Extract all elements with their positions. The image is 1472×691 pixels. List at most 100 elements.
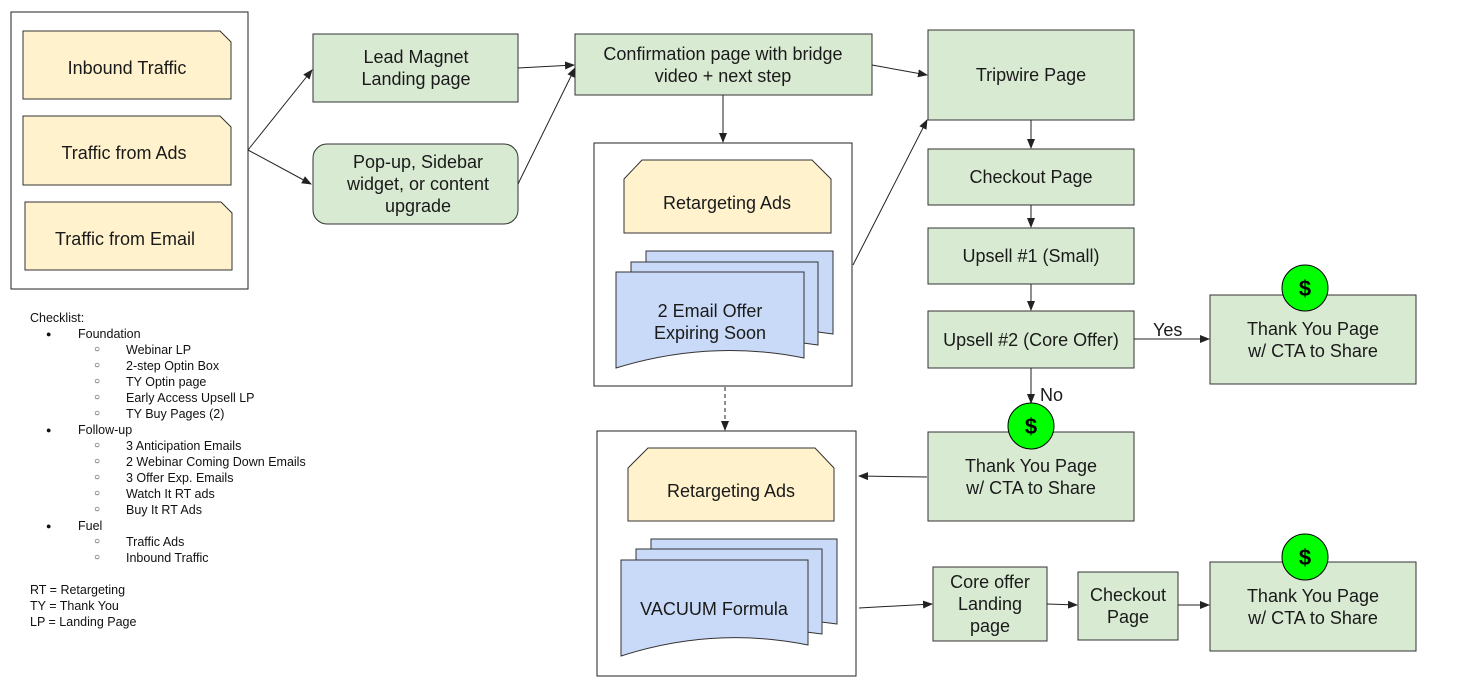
edge-core-offer-to-checkout	[1046, 600, 1078, 609]
vacuum-formula-document-node	[620, 538, 838, 657]
edge-thank-you-to-retargeting-2	[858, 472, 928, 481]
node-label-line: video + next step	[655, 66, 792, 86]
edge-popup-to-confirmation	[517, 67, 576, 185]
edge-confirmation-to-tripwire	[871, 64, 928, 78]
checklist-item: Webinar LP	[30, 342, 306, 358]
node-label-line: upgrade	[385, 196, 451, 216]
node-label-line: widget, or content	[346, 174, 489, 194]
inbound-traffic-node	[22, 30, 232, 100]
vacuum-formula-label: VACUUM Formula	[640, 599, 789, 619]
abbreviation-legend: RT = Retargeting TY = Thank You LP = Landi…	[30, 582, 306, 630]
checklist-sections: FoundationWebinar LP2-step Optin BoxTY O…	[30, 326, 306, 566]
node-label-line: Page	[1107, 607, 1149, 627]
node-label-line: Thank You Page	[965, 456, 1097, 476]
node-label-line: Retargeting Ads	[667, 481, 795, 501]
retargeting-ads-2-node	[627, 447, 835, 522]
edge-traffic-to-lead-magnet	[247, 69, 313, 151]
checkout-page-label: Checkout Page	[969, 167, 1092, 187]
node-label-line: w/ CTA to Share	[965, 478, 1096, 498]
retargeting-ads-2-label: Retargeting Ads	[667, 481, 795, 501]
node-label-line: page	[970, 616, 1010, 636]
checkout-page-node	[927, 148, 1135, 206]
tripwire-page-label: Tripwire Page	[976, 65, 1086, 85]
dollar-symbol: $	[1025, 414, 1037, 439]
dollar-icon-thank-you: $	[1007, 402, 1055, 450]
core-offer-landing-page-node	[932, 566, 1048, 642]
legend-entry: TY = Thank You	[30, 599, 119, 613]
node-label-line: w/ CTA to Share	[1247, 608, 1378, 628]
node-label-line: Traffic from Email	[55, 229, 195, 249]
checklist-item: 2-step Optin Box	[30, 358, 306, 374]
node-label-line: Landing	[958, 594, 1022, 614]
traffic-from-email-node	[24, 201, 233, 271]
retargeting-ads-1-node	[623, 159, 832, 234]
node-label-line: Upsell #1 (Small)	[962, 246, 1099, 266]
node-label-line: Tripwire Page	[976, 65, 1086, 85]
node-label-line: Core offer	[950, 572, 1030, 592]
edge-retargeting-1-to-tripwire	[852, 119, 928, 266]
dollar-icon-upsell: $	[1281, 264, 1329, 312]
checklist-item: Watch It RT ads	[30, 486, 306, 502]
retargeting-ads-1-label: Retargeting Ads	[663, 193, 791, 213]
traffic-from-ads-node	[22, 115, 232, 186]
dollar-symbol: $	[1299, 276, 1311, 301]
node-label-line: Upsell #2 (Core Offer)	[943, 330, 1119, 350]
checkout-page-2-node	[1077, 571, 1179, 641]
node-label-line: Inbound Traffic	[68, 58, 187, 78]
checklist-item: TY Optin page	[30, 374, 306, 390]
edge-retargeting-2-to-core-offer	[858, 600, 933, 609]
node-label-line: VACUUM Formula	[640, 599, 789, 619]
checklist-item: 2 Webinar Coming Down Emails	[30, 454, 306, 470]
upsell-2-node	[927, 310, 1135, 369]
node-label-line: Checkout Page	[969, 167, 1092, 187]
node-label-line: Traffic from Ads	[61, 143, 186, 163]
tripwire-page-node	[927, 29, 1135, 121]
upsell-1-node	[927, 227, 1135, 285]
checklist-item: Buy It RT Ads	[30, 502, 306, 518]
confirmation-page-node	[574, 33, 873, 96]
upsell-1-label: Upsell #1 (Small)	[962, 246, 1099, 266]
legend-entry: LP = Landing Page	[30, 615, 137, 629]
checklist-item: Traffic Ads	[30, 534, 306, 550]
node-label-line: Checkout	[1090, 585, 1166, 605]
node-label-line: Lead Magnet	[363, 47, 468, 67]
email-offer-document-node	[615, 250, 834, 369]
upsell-2-label: Upsell #2 (Core Offer)	[943, 330, 1119, 350]
edge-label-no: No	[1040, 385, 1063, 405]
checklist-item: Inbound Traffic	[30, 550, 306, 566]
node-label-line: Pop-up, Sidebar	[353, 152, 483, 172]
checklist-section: Follow-up	[30, 422, 306, 438]
node-label-line: Expiring Soon	[654, 323, 766, 343]
checklist-section: Foundation	[30, 326, 306, 342]
node-label-line: 2 Email Offer	[658, 301, 763, 321]
node-label-line: Landing page	[361, 69, 470, 89]
traffic-from-email-label: Traffic from Email	[55, 229, 195, 249]
checklist: Checklist: FoundationWebinar LP2-step Op…	[30, 310, 306, 630]
edge-label-yes: Yes	[1153, 320, 1182, 340]
node-label-line: Thank You Page	[1247, 586, 1379, 606]
checklist-item: 3 Offer Exp. Emails	[30, 470, 306, 486]
checklist-item: Early Access Upsell LP	[30, 390, 306, 406]
inbound-traffic-label: Inbound Traffic	[68, 58, 187, 78]
edge-lead-magnet-to-confirmation	[517, 61, 575, 70]
checklist-title: Checklist:	[30, 311, 85, 325]
checklist-section: Fuel	[30, 518, 306, 534]
legend-entry: RT = Retargeting	[30, 583, 126, 597]
checklist-item: TY Buy Pages (2)	[30, 406, 306, 422]
node-label-line: w/ CTA to Share	[1247, 341, 1378, 361]
dollar-icon-final: $	[1281, 533, 1329, 581]
node-label-line: Confirmation page with bridge	[603, 44, 842, 64]
node-label-line: Thank You Page	[1247, 319, 1379, 339]
checklist-item: 3 Anticipation Emails	[30, 438, 306, 454]
edge-traffic-to-popup	[247, 149, 312, 185]
